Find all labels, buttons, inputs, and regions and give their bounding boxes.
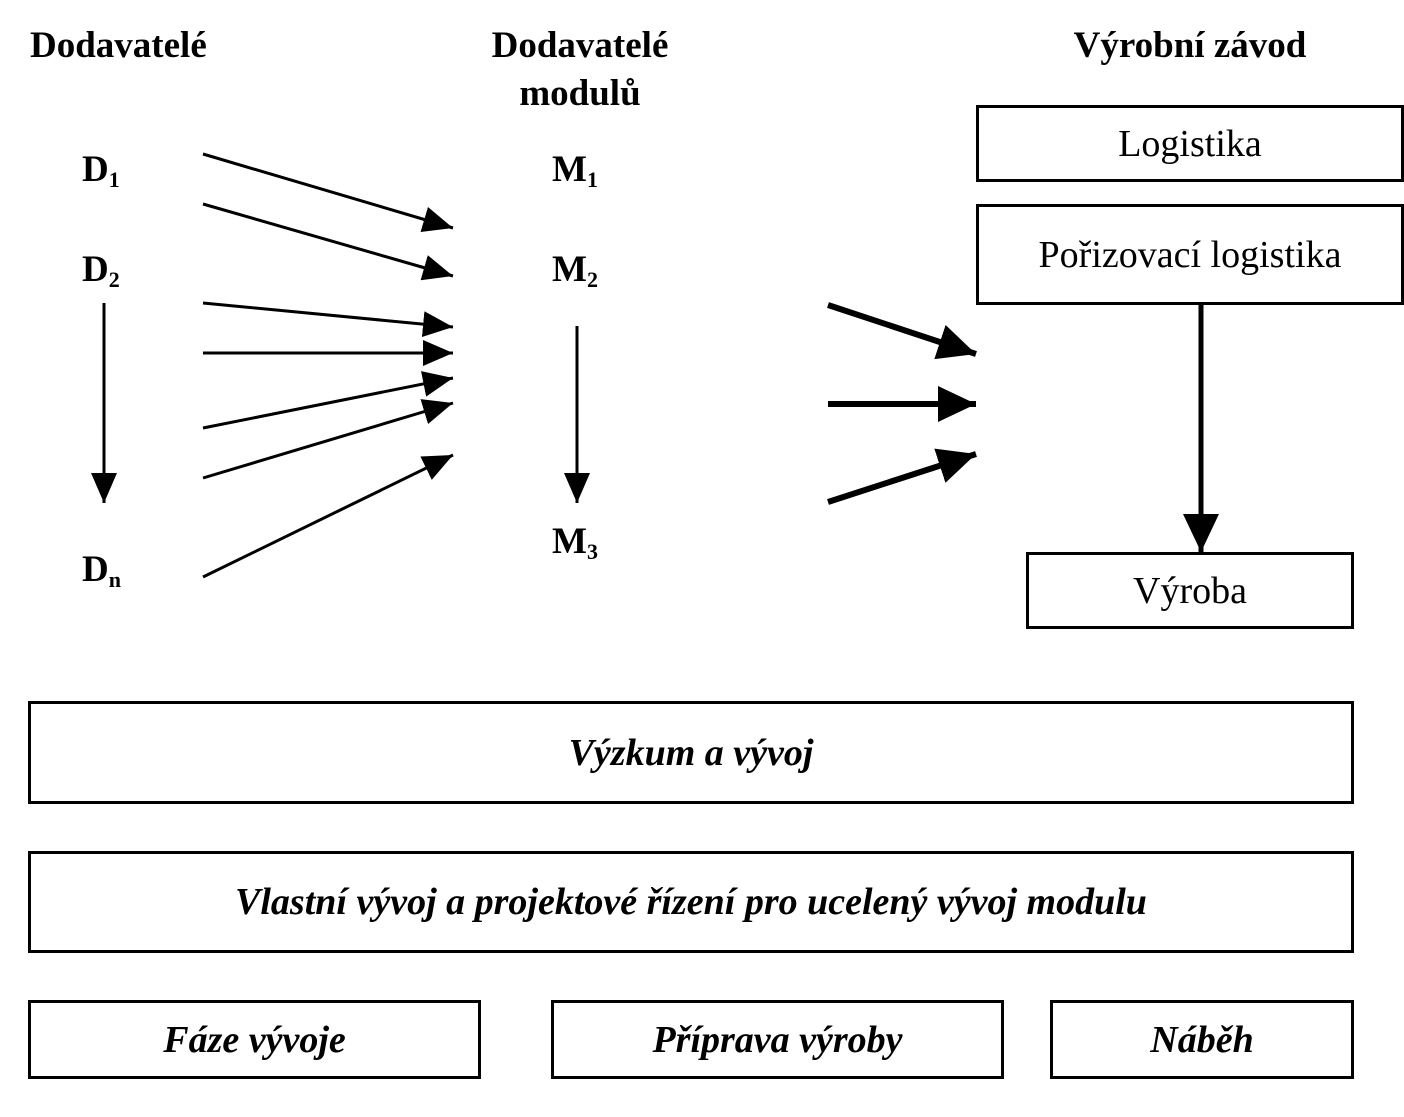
phase-box-development: Fáze vývoje (28, 1000, 481, 1079)
supply-arrow (202, 453, 454, 579)
supplier-node-sub: 1 (108, 167, 120, 192)
module-node-letter: M (552, 249, 587, 290)
header-module-suppliers-line1: Dodavatelé (491, 25, 669, 66)
own-development-band: Vlastní vývoj a projektové řízení pro uc… (28, 851, 1354, 953)
module-node-letter: M (552, 149, 587, 190)
procurement-logistics-box: Pořizovací logistika (976, 204, 1404, 305)
supplier-node-n: Dn (82, 549, 121, 592)
header-plant: Výrobní závod (1073, 25, 1307, 66)
supplier-node-2: D2 (82, 249, 120, 292)
supply-arrow (202, 301, 454, 338)
phase-box-production-prep: Příprava výroby (551, 1000, 1004, 1079)
supplier-node-letter: D (82, 149, 109, 190)
module-node-letter: M (552, 521, 587, 562)
module-node-1: M1 (552, 149, 598, 192)
module-node-sub: 3 (586, 539, 598, 564)
supply-arrow (202, 152, 454, 232)
phase-box-ramp-up: Náběh (1050, 1000, 1354, 1079)
supplier-node-sub: n (108, 567, 121, 592)
header-module-suppliers-line2: modulů (519, 73, 641, 114)
delivery-arrow (827, 448, 977, 505)
header-module-suppliers: Dodavatelé modulů (430, 22, 730, 118)
research-band: Výzkum a vývoj (28, 701, 1354, 804)
module-node-2: M2 (552, 249, 598, 292)
supply-arrow (202, 202, 454, 281)
module-node-sub: 1 (586, 167, 598, 192)
header-suppliers: Dodavatelé (30, 25, 207, 66)
supply-arrow (202, 399, 454, 480)
delivery-arrow (827, 302, 977, 360)
supply-arrow (202, 371, 454, 430)
production-box: Výroba (1026, 552, 1354, 629)
module-node-sub: 2 (586, 267, 598, 292)
supplier-node-letter: D (82, 249, 109, 290)
logistics-box: Logistika (976, 105, 1404, 182)
supplier-node-1: D1 (82, 149, 120, 192)
supplier-node-letter: D (82, 549, 109, 590)
module-node-3: M3 (552, 521, 598, 564)
supplier-node-sub: 2 (108, 267, 120, 292)
